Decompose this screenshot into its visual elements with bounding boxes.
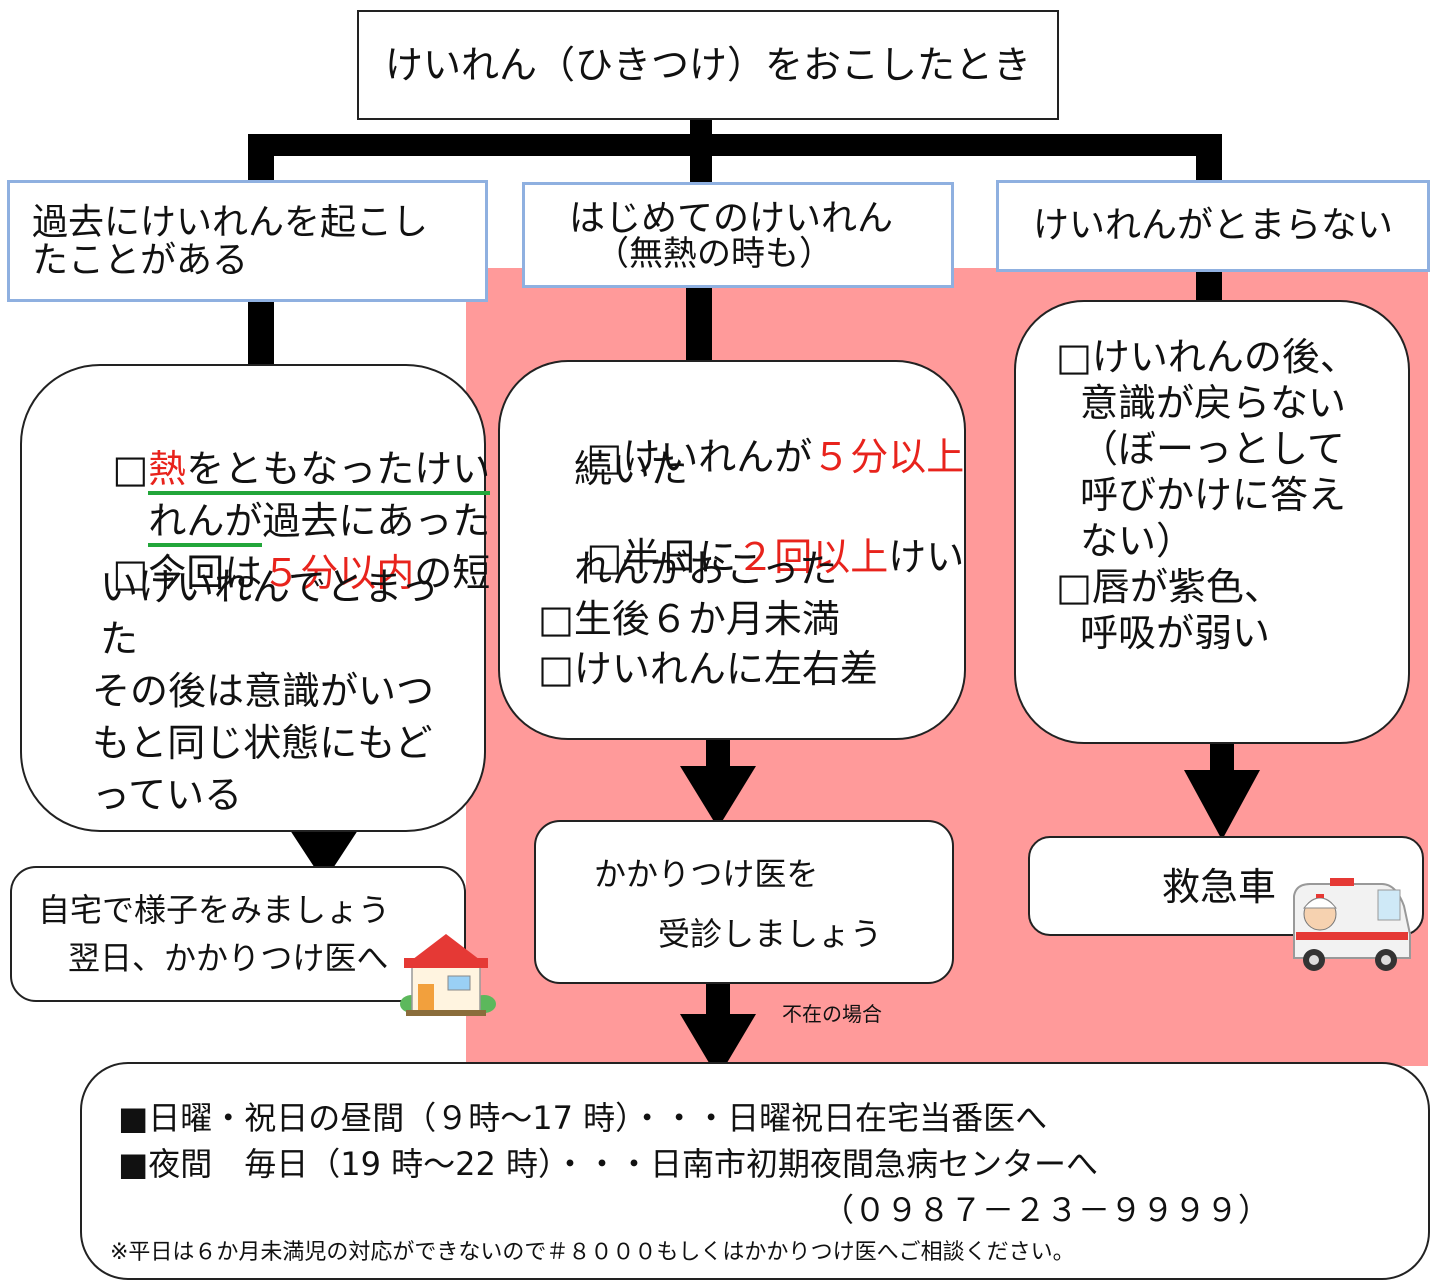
- card-past-l1-text: をともなったけい: [186, 447, 491, 495]
- ambulance-icon: [1293, 878, 1411, 971]
- outcome-home: 自宅で様子をみましょう 翌日、かかりつけ医へ: [10, 866, 466, 1002]
- card-nonstop-l4: 呼びかけに答え: [1080, 473, 1347, 517]
- card-first-conditions: □けいれんが５分以上 続いた □半日に２回以上けい れんがおこった □生後６か月…: [498, 360, 966, 740]
- outcome-family-doctor: かかりつけ医を 受診しましょう: [534, 820, 954, 984]
- category-non-stop-label: けいれんがとまらない: [1032, 205, 1393, 246]
- card-past-l3-post: の短: [414, 551, 491, 595]
- card-nonstop-l5: ない）: [1080, 519, 1195, 563]
- card-past-l2-underlined: れんが: [148, 499, 263, 547]
- over-5min-highlight: ５分以上: [812, 435, 965, 479]
- card-first-l4: れんがおこった: [574, 547, 838, 591]
- card-past-l4: いけいれんでとまっ: [100, 565, 439, 609]
- fever-highlight: 熱: [148, 447, 187, 495]
- outcome-doctor-line2: 受診しましょう: [658, 915, 883, 953]
- category-non-stop: けいれんがとまらない: [996, 180, 1430, 272]
- connector-right-card: [1196, 268, 1222, 304]
- after-hours-info: ■日曜・祝日の昼間（９時～17 時）・・・日曜祝日在宅当番医へ ■夜間 毎日（1…: [80, 1062, 1430, 1280]
- card-past-l1: □熱をともなったけい: [64, 412, 491, 526]
- connector-left-drop: [248, 134, 274, 182]
- checkbox-glyph: □: [112, 447, 149, 491]
- house-icon: [400, 934, 496, 1016]
- category-past-line2: たことがある: [32, 240, 249, 281]
- connector-left-card: [248, 298, 274, 368]
- outcome-home-line1: 自宅で様子をみましょう: [38, 891, 391, 929]
- card-past-l8: っている: [92, 773, 243, 817]
- outcome-ambulance-label: 救急車: [1162, 865, 1277, 909]
- after-hours-note: ※平日は６か月未満児の対応ができないので＃８０００もしくはかかりつけ医へご相談く…: [110, 1240, 1075, 1265]
- card-first-l3-post: けい: [888, 535, 965, 579]
- card-nonstop-l1: □けいれんの後、: [1056, 335, 1358, 379]
- title-box: けいれん（ひきつけ）をおこしたとき: [357, 10, 1059, 120]
- connector-right-drop: [1196, 134, 1222, 182]
- connector-horizontal: [248, 134, 1222, 156]
- card-past-l2-text: 過去にあった: [262, 499, 491, 543]
- card-first-l1-pre: □けいれんが: [586, 435, 813, 479]
- card-nonstop-conditions: □けいれんの後、 意識が戻らない （ぼーっとして 呼びかけに答え ない） □唇が…: [1014, 300, 1410, 744]
- after-hours-line1: ■日曜・祝日の昼間（９時～17 時）・・・日曜祝日在宅当番医へ: [118, 1099, 1048, 1137]
- card-past-l2: れんが過去にあった: [100, 464, 490, 578]
- outcome-doctor-line1: かかりつけ医を: [594, 855, 819, 893]
- card-past-l7: もと同じ状態にもど: [92, 721, 433, 765]
- category-past-seizure: 過去にけいれんを起こし たことがある: [7, 180, 488, 302]
- card-first-l3: □半日に２回以上けい: [538, 500, 964, 614]
- card-nonstop-l3: （ぼーっとして: [1080, 427, 1345, 471]
- card-past-l3: □今回は５分以内の短: [64, 516, 490, 630]
- absent-label: 不在の場合: [782, 1002, 882, 1026]
- arrow-middle-down: [680, 728, 756, 828]
- outcome-home-line2: 翌日、かかりつけ医へ: [68, 939, 389, 977]
- category-first-line1: はじめてのけいれん: [569, 198, 894, 239]
- card-first-l3-pre: □半日に: [586, 535, 737, 579]
- card-first-l5: □生後６か月未満: [538, 597, 840, 641]
- category-past-line1: 過去にけいれんを起こし: [32, 202, 429, 243]
- connector-middle-card: [686, 284, 712, 362]
- card-past-l3-pre: □今回は: [112, 551, 263, 595]
- twice-highlight: ２回以上: [736, 535, 889, 579]
- card-nonstop-l6: □唇が紫色、: [1056, 565, 1282, 609]
- card-past-l6: その後は意識がいつ: [92, 669, 435, 713]
- category-first-line2: （無熱の時も）: [595, 234, 833, 274]
- after-hours-line2: ■夜間 毎日（19 時～22 時）・・・日南市初期夜間急病センターへ: [118, 1145, 1099, 1183]
- card-past-conditions: □熱をともなったけい れんが過去にあった □今回は５分以内の短 いけいれんでとま…: [20, 364, 490, 832]
- category-first-seizure: はじめてのけいれん （無熱の時も）: [522, 182, 954, 288]
- card-first-l1: □けいれんが５分以上: [538, 400, 964, 514]
- connector-middle-drop: [690, 134, 712, 186]
- card-nonstop-l7: 呼吸が弱い: [1080, 611, 1271, 655]
- card-past-l5: た: [100, 617, 139, 661]
- card-first-l6: □けいれんに左右差: [538, 647, 878, 691]
- card-nonstop-l2: 意識が戻らない: [1080, 381, 1347, 425]
- page-title: けいれん（ひきつけ）をおこしたとき: [384, 43, 1031, 87]
- card-first-l2: 続いた: [574, 447, 689, 491]
- after-hours-phone: （０９８７－２３－９９９９）: [822, 1191, 1271, 1229]
- within-5min-highlight: ５分以内: [262, 551, 415, 595]
